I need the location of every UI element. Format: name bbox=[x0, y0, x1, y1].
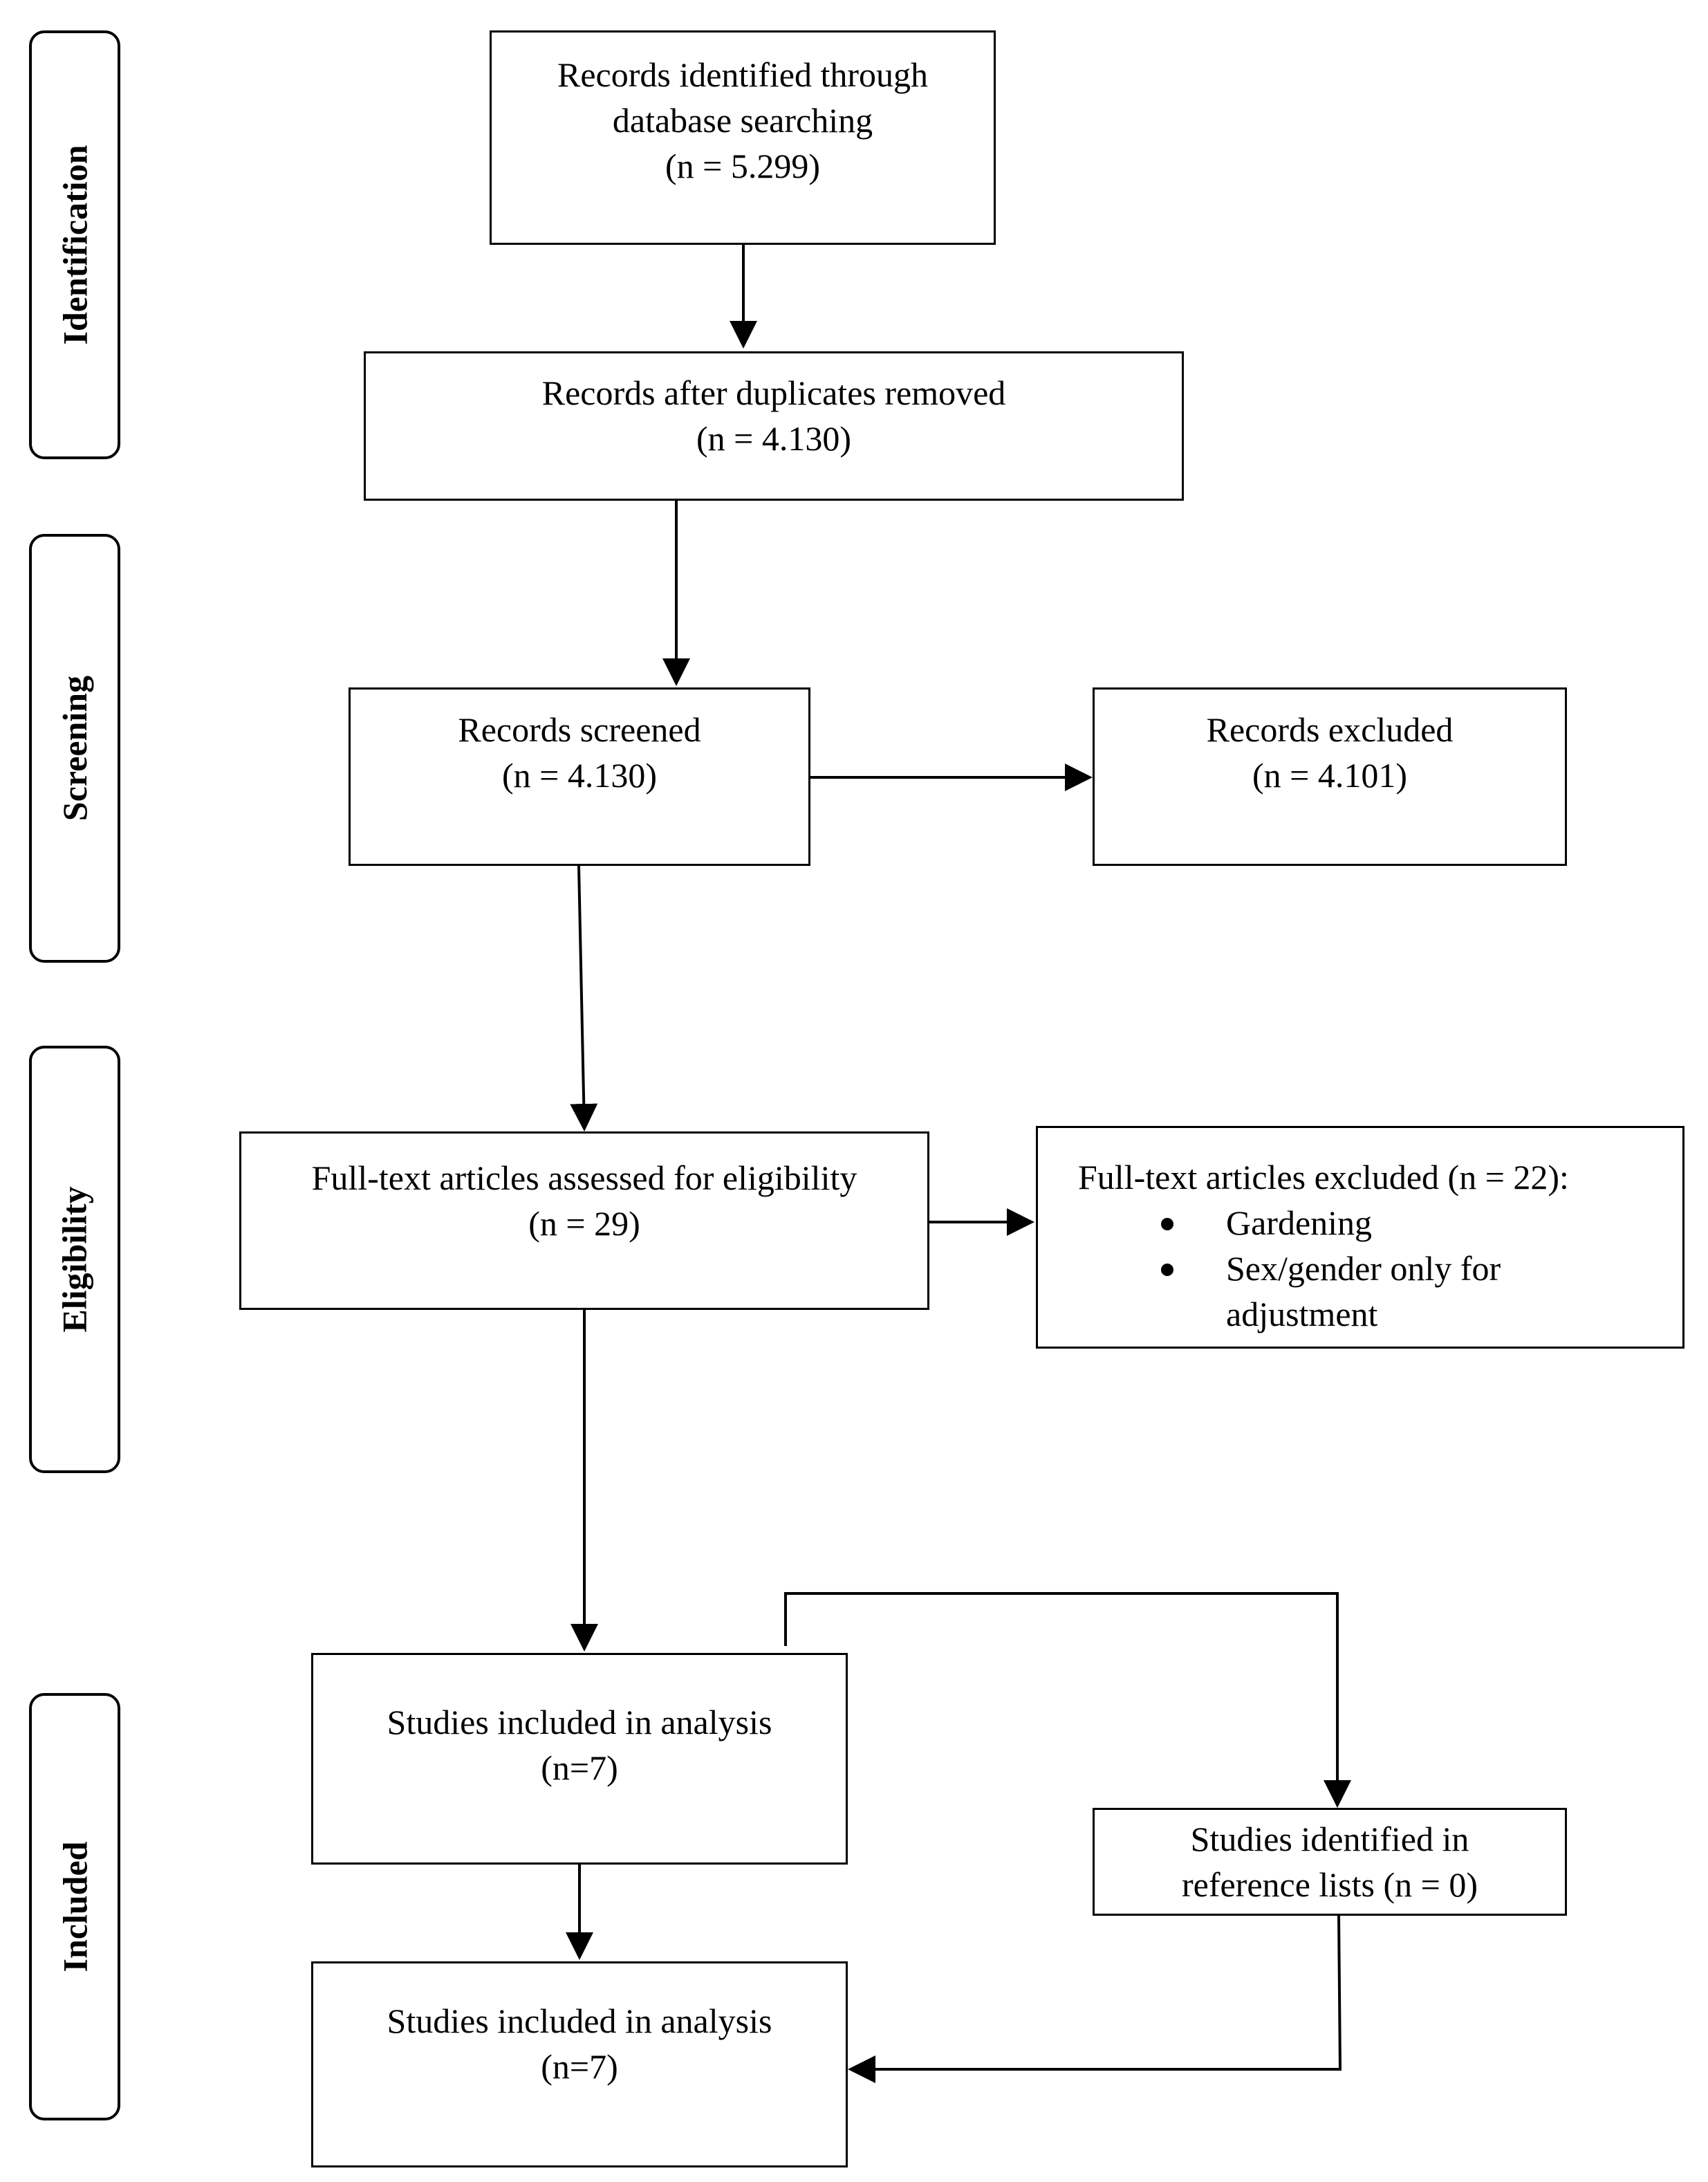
stage-screening: Screening bbox=[29, 534, 120, 963]
stage-identification: Identification bbox=[29, 30, 120, 459]
records-identified-box: Records identified through database sear… bbox=[490, 30, 996, 245]
records-excluded-box: Records excluded (n = 4.101) bbox=[1093, 687, 1567, 866]
box-text-line: (n = 4.130) bbox=[502, 756, 657, 795]
box-text-line: (n = 4.130) bbox=[696, 419, 851, 458]
box-text-line: Records after duplicates removed bbox=[541, 373, 1006, 412]
stage-eligibility: Eligibility bbox=[29, 1046, 120, 1473]
box-text-line: Studies included in analysis bbox=[387, 2001, 772, 2040]
exclusion-reason-item: Gardening bbox=[1078, 1200, 1501, 1246]
exclusion-reasons-list: Gardening Sex/gender only for adjustment bbox=[1078, 1200, 1501, 1337]
box-text-line: reference lists (n = 0) bbox=[1181, 1865, 1478, 1904]
box-text-line: (n=7) bbox=[541, 2047, 618, 2086]
stage-included: Included bbox=[29, 1693, 120, 2120]
exclusion-reason-item: Sex/gender only for bbox=[1078, 1246, 1501, 1291]
fulltext-assessed-box: Full-text articles assessed for eligibil… bbox=[239, 1131, 929, 1310]
box-text-line: (n=7) bbox=[541, 1748, 618, 1787]
box-text-line: Full-text articles assessed for eligibil… bbox=[311, 1158, 857, 1197]
studies-included-final-box: Studies included in analysis (n=7) bbox=[311, 1961, 848, 2167]
box-text-line: (n = 29) bbox=[528, 1204, 640, 1243]
box-text-line: (n = 5.299) bbox=[665, 147, 820, 185]
arrow-screened-to-fulltext bbox=[570, 865, 598, 1131]
box-text-line: Records identified through bbox=[557, 55, 928, 94]
exclusion-heading: Full-text articles excluded (n = 22): bbox=[1078, 1158, 1569, 1196]
fulltext-excluded-box: Full-text articles excluded (n = 22): Ga… bbox=[1036, 1126, 1684, 1349]
bracket-to-reference-lists bbox=[784, 1592, 1351, 1808]
arrow-reference-lists-to-included bbox=[848, 1914, 1342, 2083]
stage-label: Identification bbox=[55, 145, 94, 345]
box-text-line: Studies included in analysis bbox=[387, 1703, 772, 1741]
exclusion-reason-continuation: adjustment bbox=[1226, 1295, 1378, 1333]
box-text-line: Records excluded bbox=[1206, 710, 1454, 749]
records-deduplicated-box: Records after duplicates removed (n = 4.… bbox=[364, 351, 1184, 501]
reference-lists-box: Studies identified in reference lists (n… bbox=[1093, 1808, 1567, 1916]
box-text-line: database searching bbox=[612, 101, 873, 140]
box-text-line: Records screened bbox=[458, 710, 701, 749]
stage-label: Screening bbox=[55, 675, 94, 822]
stage-label: Eligibility bbox=[55, 1186, 95, 1333]
studies-included-box: Studies included in analysis (n=7) bbox=[311, 1653, 848, 1865]
records-screened-box: Records screened (n = 4.130) bbox=[349, 687, 810, 866]
stage-label: Included bbox=[55, 1841, 94, 1972]
box-text-line: Studies identified in bbox=[1190, 1820, 1469, 1858]
box-text-line: (n = 4.101) bbox=[1252, 756, 1407, 795]
